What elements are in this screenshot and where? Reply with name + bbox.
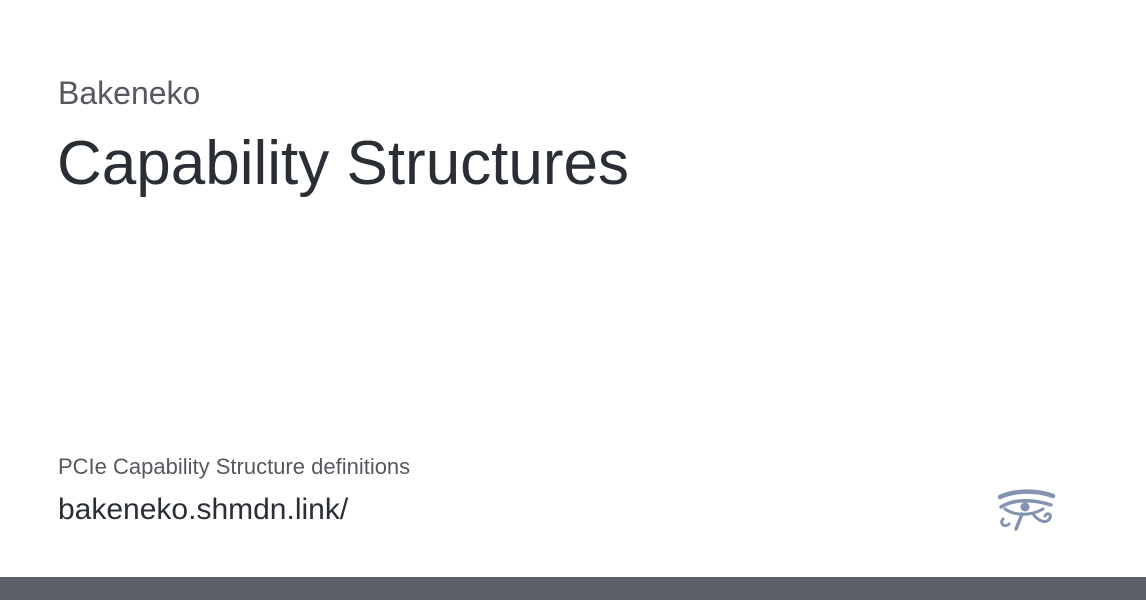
site-name: Bakeneko <box>58 75 201 111</box>
site-url[interactable]: bakeneko.shmdn.link/ <box>58 493 349 526</box>
page-title: Capability Structures <box>57 129 630 198</box>
eye-of-horus-icon <box>997 489 1056 531</box>
page-description: PCIe Capability Structure definitions <box>58 454 411 479</box>
footer-bar <box>0 577 1146 600</box>
